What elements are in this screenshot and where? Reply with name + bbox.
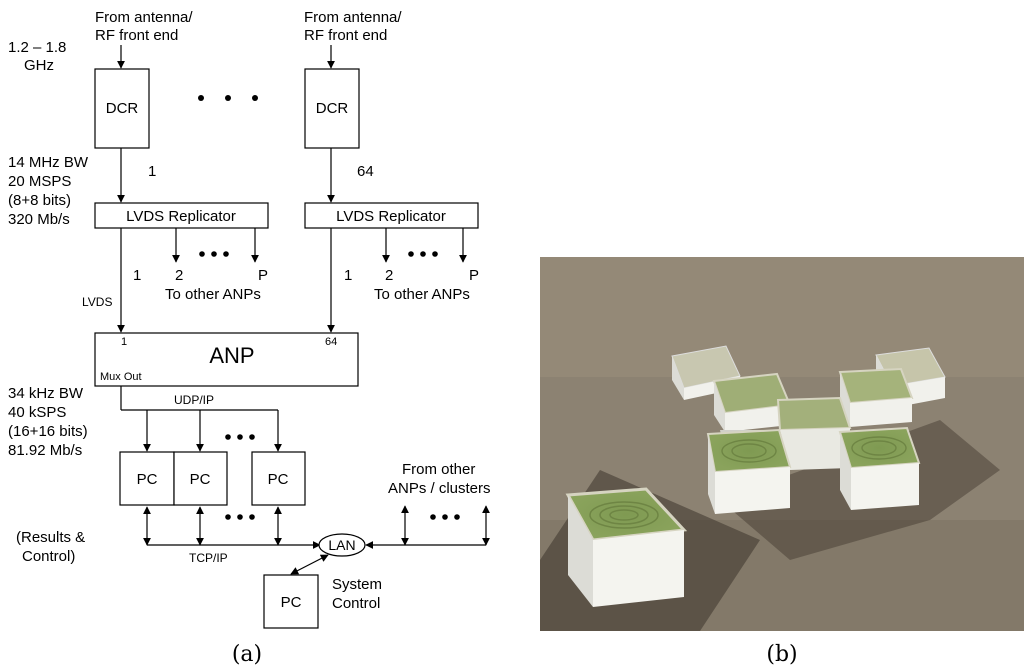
block-diagram: From antenna/ RF front end From antenna/… [8, 9, 491, 667]
anp-input-1-label: 1 [121, 336, 127, 348]
anp-box [94, 332, 359, 387]
anp-spec-bits: (16+16 bits) [8, 423, 88, 440]
results-control-line1: (Results & [16, 529, 85, 546]
cluster-ellipsis-dot [442, 514, 448, 520]
pc-ellipsis-dot [249, 434, 255, 440]
replicator-output-p-label: P [469, 267, 479, 284]
anp-spec-sps: 40 kSPS [8, 404, 66, 421]
freq-label-line2: GHz [24, 57, 54, 74]
dcr-box-64 [304, 68, 360, 149]
pc-label-1: PC [137, 471, 158, 488]
replicator-output-2-label: 2 [175, 267, 183, 284]
lvds-replicator-label-1: LVDS Replicator [126, 208, 236, 225]
antenna-photo [540, 257, 1024, 631]
replicator-ellipsis-dot [199, 251, 205, 257]
replicator-ellipsis-dot [408, 251, 414, 257]
antenna-input-label-64-line2: RF front end [304, 27, 387, 44]
to-other-anps-label-1: To other ANPs [165, 286, 261, 303]
from-other-line2: ANPs / clusters [388, 480, 491, 497]
results-control-line2: Control) [22, 548, 75, 565]
replicator-ellipsis-dot [211, 251, 217, 257]
replicator-output-2-label: 2 [385, 267, 393, 284]
system-pc-box [263, 574, 319, 629]
pc-ellipsis-dot [237, 434, 243, 440]
system-pc-label: PC [281, 594, 302, 611]
antenna-input-label-1-line2: RF front end [95, 27, 178, 44]
anp-spec-rate: 81.92 Mb/s [8, 442, 82, 459]
freq-label-line1: 1.2 – 1.8 [8, 39, 66, 56]
antenna-input-label-64-line1: From antenna/ [304, 9, 402, 26]
lan-to-system-pc-arrow [290, 554, 329, 575]
anp-label: ANP [209, 343, 254, 368]
system-control-line2: Control [332, 595, 380, 612]
antenna-input-label-1-line1: From antenna/ [95, 9, 193, 26]
dcr-spec-sps: 20 MSPS [8, 173, 71, 190]
pc-label-3: PC [268, 471, 289, 488]
dcr-label-1: DCR [106, 100, 139, 117]
tcp-ellipsis-dot [237, 514, 243, 520]
dcr-ellipsis-dot [252, 95, 258, 101]
udp-ip-label: UDP/IP [174, 393, 214, 407]
pc-box-1 [119, 451, 175, 506]
replicator-ellipsis-dot [432, 251, 438, 257]
panel-a-caption: (a) [232, 642, 262, 667]
dcr-box-1 [94, 68, 150, 149]
lan-node [318, 533, 366, 557]
tcp-ellipsis-dot [225, 514, 231, 520]
dcr-ellipsis-dot [198, 95, 204, 101]
lvds-replicator-label-64: LVDS Replicator [336, 208, 446, 225]
cluster-ellipsis-dot [454, 514, 460, 520]
system-control-line1: System [332, 576, 382, 593]
panel-b-caption: (b) [766, 642, 797, 667]
replicator-ellipsis-dot [223, 251, 229, 257]
lvds-replicator-box-64 [304, 202, 479, 229]
lvds-label: LVDS [82, 295, 112, 309]
dcr-ellipsis-dot [225, 95, 231, 101]
dcr-index-64: 64 [357, 163, 374, 180]
anp-spec-bw: 34 kHz BW [8, 385, 84, 402]
pc-label-2: PC [190, 471, 211, 488]
dcr-spec-rate: 320 Mb/s [8, 211, 70, 228]
cluster-ellipsis-dot [430, 514, 436, 520]
pc-ellipsis-dot [225, 434, 231, 440]
replicator-output-1-label: 1 [344, 267, 352, 284]
replicator-ellipsis-dot [420, 251, 426, 257]
anp-input-64-label: 64 [325, 336, 337, 348]
pc-box-2 [173, 451, 228, 506]
dcr-spec-bw: 14 MHz BW [8, 154, 89, 171]
dcr-label-64: DCR [316, 100, 349, 117]
lvds-replicator-box-1 [94, 202, 269, 229]
dcr-index-1: 1 [148, 163, 156, 180]
to-other-anps-label-64: To other ANPs [374, 286, 470, 303]
dcr-spec-bits: (8+8 bits) [8, 192, 71, 209]
tcp-ip-label: TCP/IP [189, 551, 228, 565]
pc-box-3 [251, 451, 306, 506]
replicator-output-1-label: 1 [133, 267, 141, 284]
lan-label: LAN [328, 537, 355, 553]
mux-out-label: Mux Out [100, 371, 142, 383]
tcp-ellipsis-dot [249, 514, 255, 520]
from-other-line1: From other [402, 461, 475, 478]
replicator-output-p-label: P [258, 267, 268, 284]
